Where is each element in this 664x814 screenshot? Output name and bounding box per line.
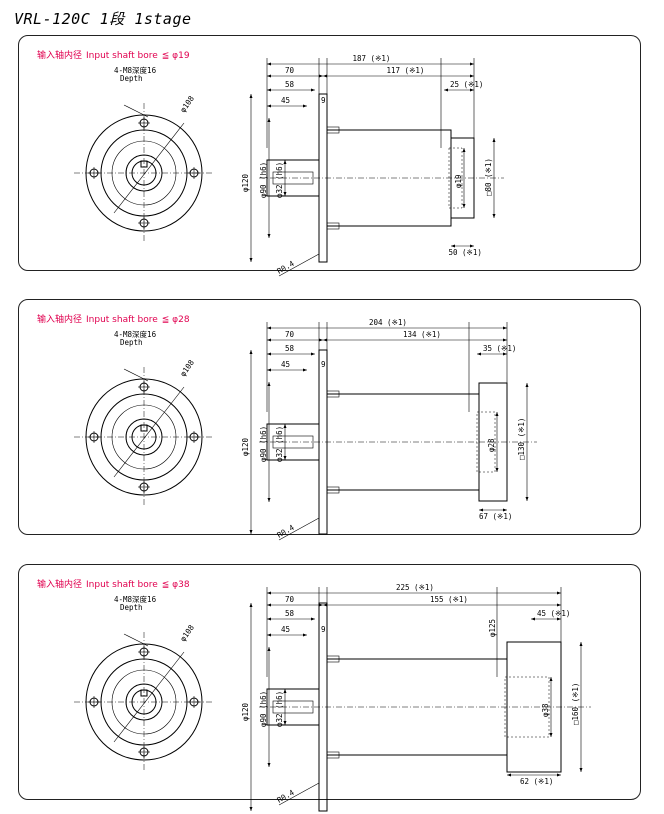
dim-square: □160 (※1) — [571, 683, 580, 725]
tap-depth-label: Depth — [120, 338, 143, 347]
tap-spec-label: 4-M8深度16 — [114, 329, 157, 339]
pcd-leader — [113, 122, 185, 214]
pcd-leader — [113, 386, 185, 478]
dim-shaft-dia: φ32 (h6) — [275, 426, 284, 462]
dim-58: 58 — [285, 80, 295, 89]
dim-radius: R0.4 — [276, 523, 297, 540]
pcd-label: φ108 — [178, 94, 196, 114]
dim-flange-dia: φ120 — [241, 437, 250, 456]
side-view — [259, 93, 504, 263]
input-bore-hidden — [504, 676, 550, 738]
dim-9: 9 — [321, 96, 326, 105]
dimensions: 187 (※1) 70 117 (※1) 58 9 45 25 (※1) 50 (※1) φ12… — [241, 54, 496, 277]
pcd-label: φ108 — [178, 358, 196, 378]
dim-shaft-dia: φ32 (h6) — [275, 691, 284, 727]
dim-radius: R0.4 — [276, 788, 297, 805]
input-bore-hidden — [476, 411, 496, 473]
dim-flange-dia: φ120 — [241, 173, 250, 192]
dim-shaft-dia: φ32 (h6) — [275, 162, 284, 198]
dim-bottom: 50 (※1) — [449, 248, 482, 257]
tap-leader — [123, 368, 149, 382]
dim-58: 58 — [285, 609, 295, 618]
dim-bore-dia: φ38 — [541, 703, 550, 717]
dim-bore-dia: φ28 — [487, 438, 496, 452]
dim-square: □130 (※1) — [517, 418, 526, 460]
dim-total: 187 (※1) — [353, 54, 391, 63]
dim-bottom: 62 (※1) — [520, 777, 553, 786]
tap-leader — [123, 633, 149, 647]
dim-70: 70 — [285, 595, 295, 604]
dim-45: 45 — [281, 625, 290, 634]
dim-spigot-dia: φ90 (h6) — [259, 691, 268, 727]
dim-bottom: 67 (※1) — [479, 512, 512, 521]
dim-out: 134 (※1) — [403, 330, 441, 339]
radius-leader — [278, 253, 320, 277]
shaft-key — [272, 171, 314, 185]
dim-45: 45 — [281, 360, 290, 369]
dim-tail: 35 (※1) — [483, 344, 516, 353]
radius-leader — [278, 782, 320, 806]
dim-tail: 25 (※1) — [450, 80, 483, 89]
tap-leader — [123, 104, 149, 118]
dim-total: 225 (※1) — [396, 583, 434, 592]
input-bore-hidden — [448, 147, 463, 209]
dim-125: φ125 — [488, 619, 497, 637]
dim-tail: 45 (※1) — [537, 609, 570, 618]
dim-70: 70 — [285, 330, 295, 339]
dim-out: 155 (※1) — [430, 595, 468, 604]
tap-spec-label: 4-M8深度16 — [114, 65, 157, 75]
tap-depth-label: Depth — [120, 603, 143, 612]
dim-out: 117 (※1) — [387, 66, 425, 75]
dim-spigot-dia: φ90 (h6) — [259, 162, 268, 198]
dim-square: □80 (※1) — [484, 158, 493, 196]
dim-flange-dia: φ120 — [241, 702, 250, 721]
tap-depth-label: Depth — [120, 74, 143, 83]
motor-adaptor — [450, 137, 475, 219]
motor-adaptor — [478, 382, 508, 502]
dim-58: 58 — [285, 344, 295, 353]
shaft-key — [272, 435, 314, 449]
dim-45: 45 — [281, 96, 290, 105]
dimensions: 225 (※1) 70 155 (※1) 58 9 45 45 (※1) 62 (※1) φ12… — [241, 583, 583, 811]
dimensions: 204 (※1) 70 134 (※1) 58 9 45 35 (※1) 67 (※1) φ12… — [241, 318, 529, 541]
dim-total: 204 (※1) — [369, 318, 407, 327]
radius-leader — [278, 517, 320, 541]
dim-radius: R0.4 — [276, 259, 297, 276]
tap-spec-label: 4-M8深度16 — [114, 594, 157, 604]
side-view — [259, 349, 537, 535]
pcd-label: φ108 — [178, 623, 196, 643]
dim-70: 70 — [285, 66, 295, 75]
dim-bore-dia: φ19 — [454, 174, 463, 188]
side-view — [259, 602, 591, 812]
shaft-key — [272, 700, 314, 714]
motor-adaptor — [506, 641, 562, 773]
pcd-leader — [113, 651, 185, 743]
page-title: VRL-120C 1段 1stage — [14, 10, 192, 28]
dim-9: 9 — [321, 625, 326, 634]
dim-spigot-dia: φ90 (h6) — [259, 426, 268, 462]
dim-9: 9 — [321, 360, 326, 369]
